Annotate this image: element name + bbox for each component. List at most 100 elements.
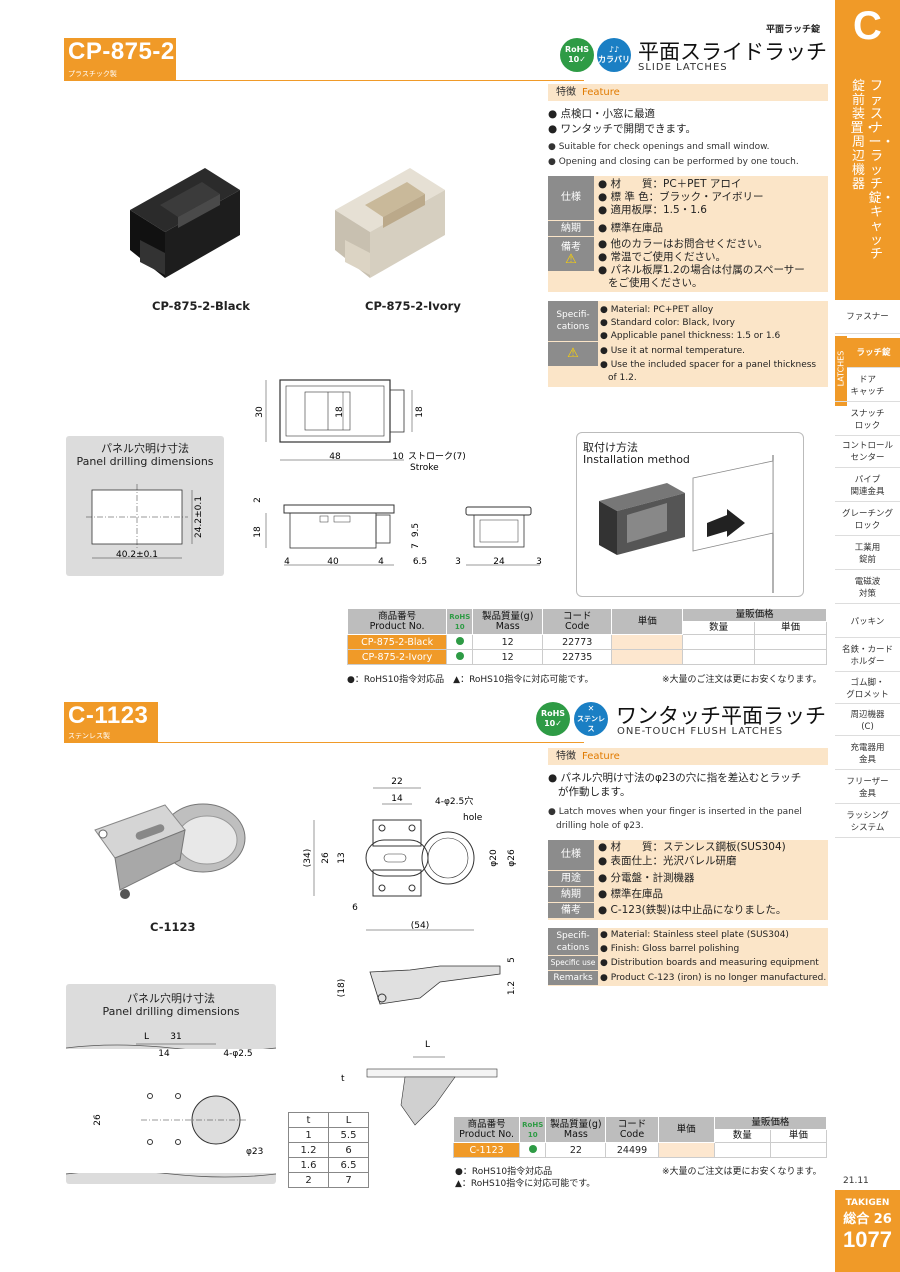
section1-spec-block bbox=[548, 176, 828, 292]
svg-text:1.2: 1.2 bbox=[507, 981, 517, 995]
svg-text:26: 26 bbox=[93, 1114, 103, 1126]
panel-width-dim: 40.2±0.1 bbox=[116, 550, 158, 560]
svg-text:13: 13 bbox=[337, 852, 347, 863]
svg-text:14: 14 bbox=[391, 794, 403, 804]
ivory-latch-image bbox=[335, 168, 445, 278]
svg-text:4: 4 bbox=[378, 557, 384, 567]
svg-text:14: 14 bbox=[158, 1049, 170, 1059]
section1-title-en: SLIDE LATCHES bbox=[638, 62, 728, 73]
sidebar-item[interactable]: スナッチ ロック bbox=[835, 404, 900, 436]
section2-product-table: 商品番号 Product No. RoHS 10 製品質量(g) Mass コー… bbox=[452, 1116, 828, 1158]
sidebar-vertical-line-2: 錠前装置・周辺機器 bbox=[850, 79, 877, 192]
section1-product-table: 商品番号 Product No. RoHS 10 製品質量(g) Mass コー… bbox=[346, 608, 827, 665]
sidebar-item[interactable]: 名鉄・カード ホルダー bbox=[835, 640, 900, 672]
date-stamp: 21.11 bbox=[843, 1176, 869, 1186]
svg-text:(54): (54) bbox=[411, 921, 429, 931]
sidebar-item[interactable]: グレーチング ロック bbox=[835, 504, 900, 536]
specific-use-label: Specific use bbox=[548, 956, 598, 970]
svg-text:18: 18 bbox=[335, 406, 345, 418]
svg-text:26: 26 bbox=[321, 852, 331, 864]
warning-label: ⚠ bbox=[548, 342, 598, 366]
svg-text:(34): (34) bbox=[303, 849, 313, 867]
installation-illustration bbox=[599, 455, 774, 593]
section1-title-jp: 平面スライドラッチ bbox=[638, 40, 827, 64]
svg-text:4: 4 bbox=[284, 557, 290, 567]
rohs-note: ●：RoHS10指令対応品 ▲：RoHS10指令に対応可能です。 bbox=[347, 675, 594, 685]
remarks-en-label: Remarks bbox=[548, 971, 598, 985]
svg-text:48: 48 bbox=[329, 452, 341, 462]
remarks-label: 備考⚠ bbox=[548, 237, 594, 271]
rohs-note: ●：RoHS10指令対応品 bbox=[455, 1167, 553, 1177]
spec-line: ● 材 質：ステンレス鋼板(SUS304) bbox=[598, 841, 786, 853]
remarks-label: 備考 bbox=[548, 903, 594, 918]
sidebar-item[interactable]: 電磁波 対策 bbox=[835, 572, 900, 604]
feature-line-en: ● Opening and closing can be performed b… bbox=[548, 157, 799, 167]
svg-text:10: 10 bbox=[392, 452, 404, 462]
install-title-en: Installation method bbox=[583, 453, 690, 466]
section2-spec-block bbox=[548, 840, 828, 920]
svg-text:4-φ2.5穴: 4-φ2.5穴 bbox=[435, 795, 473, 807]
sidebar-item[interactable]: パイプ 関連金具 bbox=[835, 470, 900, 502]
section1-underline bbox=[64, 80, 584, 81]
remark-en-line: ● Use it at normal temperature. bbox=[600, 346, 746, 356]
sidebar-letter: C bbox=[853, 4, 882, 48]
usage-label: 用途 bbox=[548, 871, 594, 886]
svg-text:5: 5 bbox=[507, 957, 517, 963]
sidebar-item[interactable]: 充電器用 金具 bbox=[835, 738, 900, 770]
section1-panel-drilling: パネル穴明け寸法 Panel drilling dimensions 40.2±… bbox=[66, 436, 224, 576]
bulk-order-note: ※大量のご注文は更にお安くなります。 bbox=[662, 1167, 822, 1177]
svg-text:30: 30 bbox=[255, 406, 265, 418]
svg-text:hole: hole bbox=[463, 813, 483, 823]
spec-en-line: ● Material: PC+PET alloy bbox=[600, 305, 714, 315]
product-photo-c1123 bbox=[94, 803, 246, 899]
black-latch-image bbox=[130, 168, 240, 278]
feature-line-en: ● Latch moves when your finger is insert… bbox=[548, 807, 802, 817]
section2-title-jp: ワンタッチ平面ラッチ bbox=[616, 704, 826, 728]
panel-title-jp: パネル穴明け寸法 bbox=[127, 992, 215, 1005]
svg-text:(18): (18) bbox=[337, 979, 347, 997]
spec-line: ● 適用板厚：1.5・1.6 bbox=[598, 204, 707, 216]
section1-dimension-drawing: 30 18 18 48 10 ストローク(7) Stroke 2 18 4 40… bbox=[253, 379, 542, 567]
spec-en-label: Specifi- cations bbox=[548, 928, 598, 955]
sidebar-item[interactable]: コントロール センター bbox=[835, 436, 900, 468]
sidebar-item[interactable]: パッキン bbox=[835, 606, 900, 638]
svg-text:6.5: 6.5 bbox=[413, 557, 427, 567]
sidebar-item[interactable]: フリーザー 金具 bbox=[835, 772, 900, 804]
sidebar-item[interactable]: ドア キャッチ bbox=[835, 370, 900, 402]
sidebar-item[interactable]: ファスナー bbox=[835, 300, 900, 334]
remark-en-line: ● Product C-123 (iron) is no longer manu… bbox=[600, 973, 827, 983]
spec-line: ● 表面仕上：光沢バレル研磨 bbox=[598, 855, 737, 867]
section2-dimension-drawing: 22 14 4-φ2.5穴 hole (34) 26 13 φ20 φ26 6 … bbox=[303, 777, 517, 1005]
svg-text:9.5: 9.5 bbox=[411, 523, 421, 537]
bulk-order-note: ※大量のご注文は更にお安くなります。 bbox=[662, 675, 822, 685]
svg-text:2: 2 bbox=[253, 497, 263, 503]
sidebar-item[interactable]: ゴム脚・ グロメット bbox=[835, 674, 900, 704]
feature-line: が作動します。 bbox=[558, 786, 631, 798]
sidebar-item[interactable]: 周辺機器 (C) bbox=[835, 706, 900, 736]
index-sidebar: C ファスナー・ラッチ錠・キャッチ 錠前装置・周辺機器 LATCHES ファスナ… bbox=[835, 0, 900, 1272]
svg-text:φ26: φ26 bbox=[507, 849, 517, 867]
spec-en-line: ● Finish: Gloss barrel polishing bbox=[600, 944, 740, 954]
remark-line: ● 他のカラーはお問合せください。 bbox=[598, 238, 768, 250]
spec-line: ● 標 準 色：ブラック・アイボリー bbox=[598, 191, 764, 203]
feature-line-en: drilling hole of φ23. bbox=[556, 821, 644, 831]
panel-height-dim: 24.2±0.1 bbox=[194, 496, 204, 538]
caption-black: CP-875-2-Black bbox=[152, 299, 250, 313]
sidebar-item[interactable]: 工業用 錠前 bbox=[835, 538, 900, 570]
sidebar-item[interactable]: ラッシング システム bbox=[835, 806, 900, 838]
svg-text:24: 24 bbox=[493, 557, 505, 567]
spec-label: 仕様 bbox=[548, 176, 594, 220]
remark-line: ● 常温でご使用ください。 bbox=[598, 251, 726, 263]
section2-title-en: ONE-TOUCH FLUSH LATCHES bbox=[617, 726, 784, 737]
svg-text:7: 7 bbox=[411, 543, 421, 549]
feature-line: ● ワンタッチで開閉できます。 bbox=[548, 123, 696, 135]
svg-text:Stroke: Stroke bbox=[410, 463, 439, 473]
sidebar-item[interactable]: ラッチ錠 bbox=[847, 338, 900, 368]
delivery-value: ● 標準在庫品 bbox=[598, 222, 663, 234]
remark-line: ● パネル板厚1.2の場合は付属のスペーサー bbox=[598, 264, 805, 276]
